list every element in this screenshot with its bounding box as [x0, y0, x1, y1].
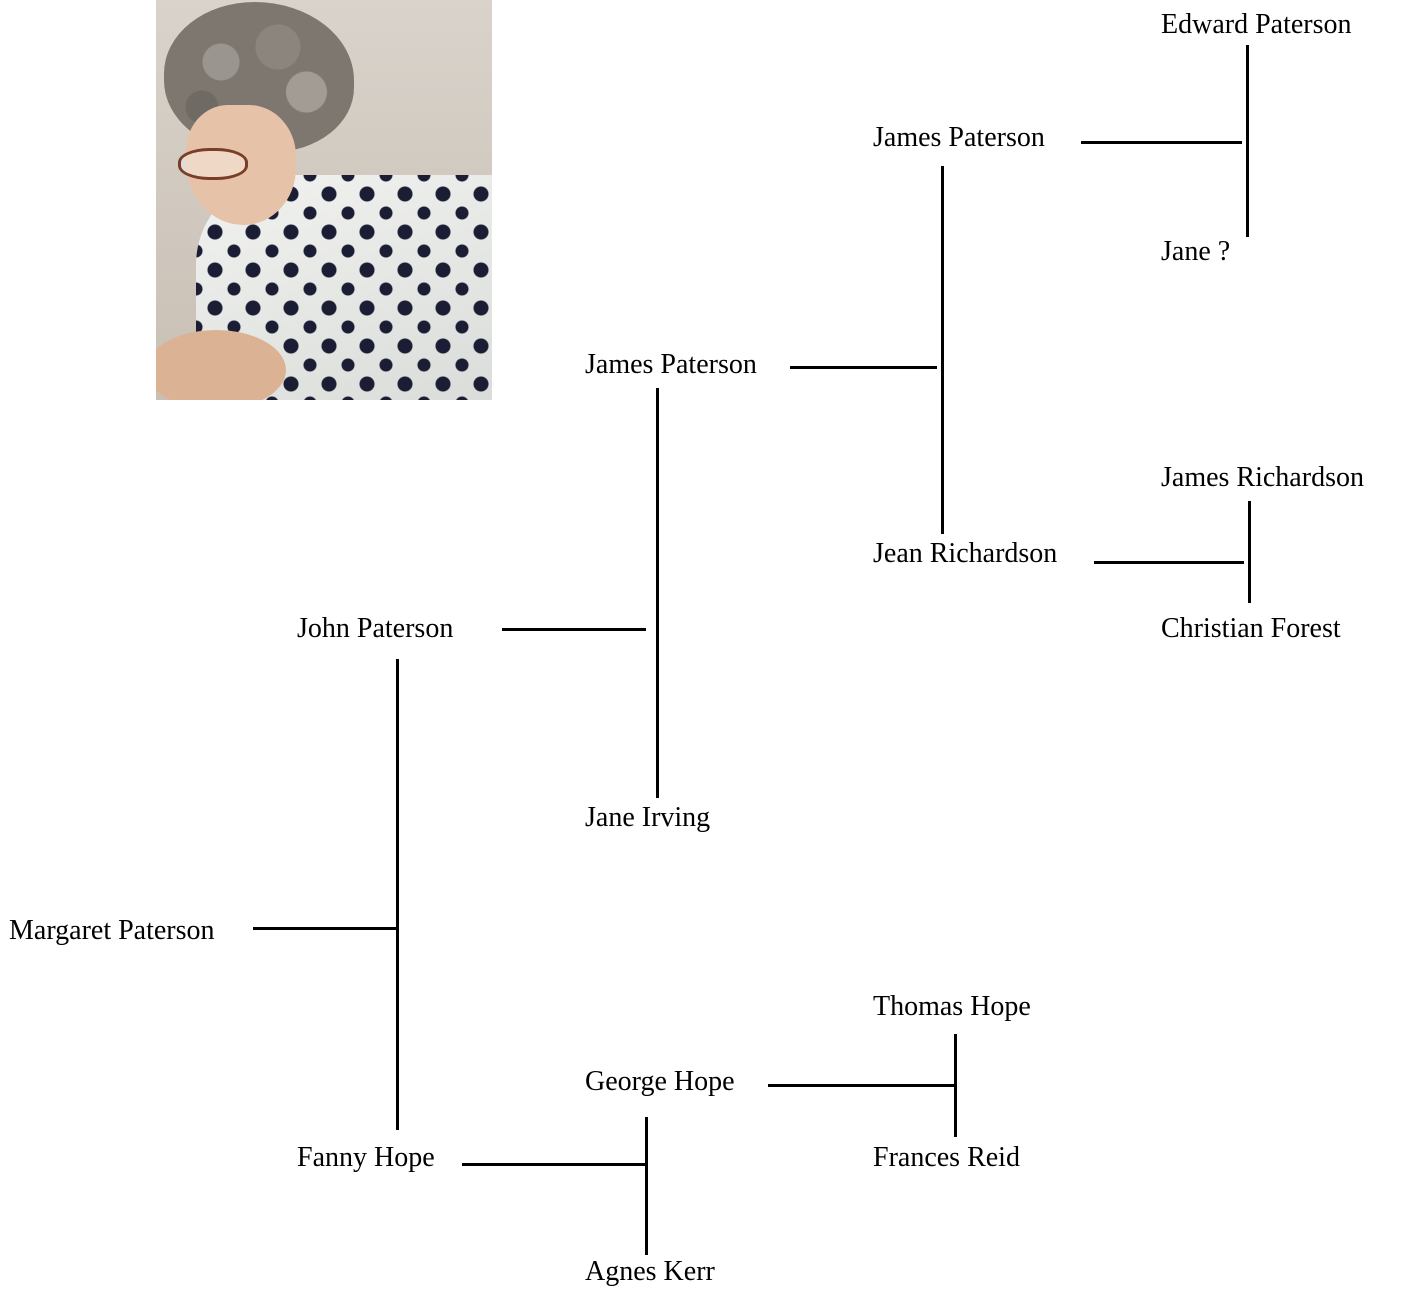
person-jane-unknown: Jane ?	[1161, 236, 1231, 267]
photo-hair	[164, 2, 354, 152]
person-john-paterson: John Paterson	[297, 613, 454, 644]
person-agnes-kerr: Agnes Kerr	[585, 1256, 715, 1287]
person-frances-reid: Frances Reid	[873, 1142, 1020, 1173]
person-james-richardson: James Richardson	[1161, 462, 1364, 493]
connector-john	[502, 628, 646, 631]
connector-james-gen3-parents	[1246, 45, 1249, 237]
connector-jean-parents	[1248, 501, 1251, 603]
person-thomas-hope: Thomas Hope	[873, 991, 1031, 1022]
person-james-paterson: James Paterson	[585, 349, 757, 380]
connector-fanny	[462, 1163, 646, 1166]
person-christian-forest: Christian Forest	[1161, 613, 1341, 644]
connector-george	[768, 1084, 954, 1087]
person-james-paterson-elder: James Paterson	[873, 122, 1045, 153]
photo-hands	[156, 330, 286, 400]
person-jane-irving: Jane Irving	[585, 802, 711, 833]
connector-george-parents	[954, 1034, 957, 1137]
person-george-hope: George Hope	[585, 1066, 735, 1097]
connector-john-parents	[656, 388, 659, 798]
connector-fanny-parents	[645, 1117, 648, 1255]
connector-margaret	[253, 927, 397, 930]
connector-james-gen2	[790, 366, 937, 369]
person-fanny-hope: Fanny Hope	[297, 1142, 435, 1173]
person-edward-paterson: Edward Paterson	[1161, 9, 1352, 40]
connector-james-gen2-parents	[941, 166, 944, 534]
connector-jean	[1094, 561, 1244, 564]
person-margaret-paterson: Margaret Paterson	[9, 915, 215, 946]
connector-james-gen3	[1081, 141, 1242, 144]
photo-glasses	[178, 148, 248, 180]
person-jean-richardson: Jean Richardson	[873, 538, 1058, 569]
portrait-photo	[156, 0, 492, 400]
connector-margaret-parents	[396, 659, 399, 1130]
